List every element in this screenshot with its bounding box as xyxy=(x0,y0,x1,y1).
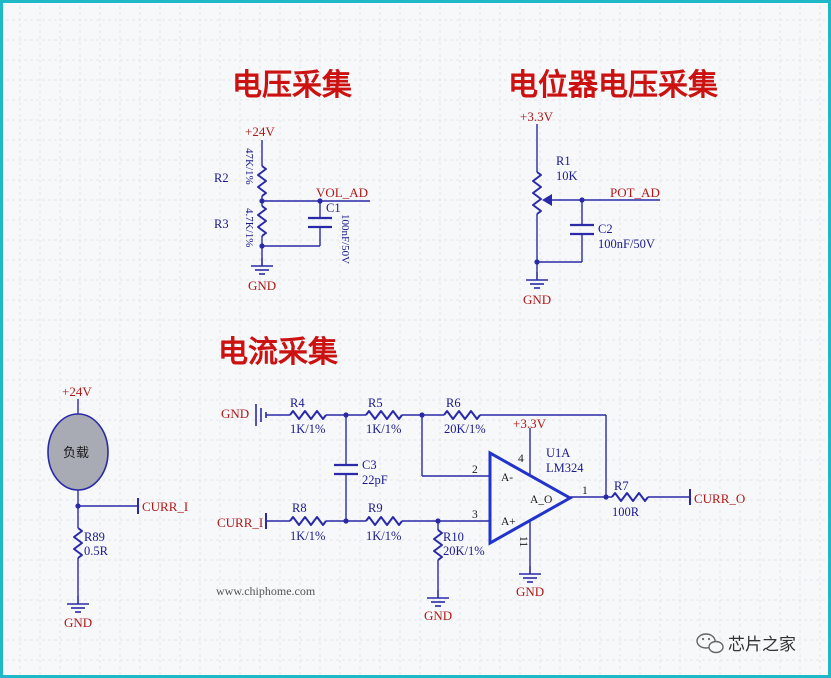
ref-r1: R1 xyxy=(556,154,571,168)
pin-11: 11 xyxy=(517,536,529,547)
pin-2: 2 xyxy=(472,464,478,476)
ref-r5: R5 xyxy=(368,396,383,410)
ref-r89: R89 xyxy=(84,530,105,544)
title-voltage-acquisition: 电压采集 xyxy=(232,68,353,103)
potentiometer-section: +3.3V GND POT_AD R1 10K C2 100nF/50V xyxy=(520,109,660,307)
value-r10: 20K/1% xyxy=(443,544,485,558)
value-r3: 4.7K/1% xyxy=(243,208,255,247)
value-r9: 1K/1% xyxy=(366,529,401,543)
value-r89: 0.5R xyxy=(84,544,109,558)
ref-r8: R8 xyxy=(292,501,307,515)
title-current-acquisition: 电流采集 xyxy=(218,335,339,370)
ref-c1: C1 xyxy=(326,201,341,215)
brand-mark: 芯片之家 xyxy=(696,633,796,655)
brand-name: 芯片之家 xyxy=(728,635,796,655)
resistor-r10 xyxy=(433,529,443,561)
value-r8: 1K/1% xyxy=(290,529,325,543)
net-label-33v-top: +3.3V xyxy=(520,109,554,124)
ref-r9: R9 xyxy=(368,501,383,515)
net-label-vol-ad: VOL_AD xyxy=(316,185,368,200)
value-c2: 100nF/50V xyxy=(598,237,655,251)
net-label-gnd-input: GND xyxy=(221,406,249,421)
net-label-curr-o: CURR_O xyxy=(694,491,745,506)
ref-c3: C3 xyxy=(362,458,377,472)
net-label-24v-top: +24V xyxy=(245,124,275,139)
opamp-u1a xyxy=(488,450,574,546)
pin-4: 4 xyxy=(518,453,524,465)
potentiometer-r1 xyxy=(532,171,542,215)
resistor-r7 xyxy=(611,492,649,502)
value-r2: 47K/1% xyxy=(243,148,255,185)
value-c1: 100nF/50V xyxy=(339,214,351,264)
net-label-gnd-2: GND xyxy=(523,292,551,307)
ref-c2: C2 xyxy=(598,222,613,236)
net-label-gnd-4: GND xyxy=(424,608,452,623)
resistor-r89 xyxy=(73,527,83,559)
opamp-in-minus-label: A- xyxy=(501,472,513,484)
title-pot-voltage-acquisition: 电位器电压采集 xyxy=(508,68,719,103)
value-u1a: LM324 xyxy=(546,461,584,475)
wechat-icon xyxy=(696,633,724,654)
load-label: 负载 xyxy=(63,446,89,461)
resistor-r5 xyxy=(365,410,403,420)
ref-r7: R7 xyxy=(614,479,629,493)
net-label-curr-i-input: CURR_I xyxy=(217,515,263,530)
opamp-out-label: A_O xyxy=(530,494,552,506)
value-r5: 1K/1% xyxy=(366,422,401,436)
ref-r3: R3 xyxy=(214,217,229,231)
voltage-divider-section: +24V GND VOL_AD R2 47K/1% R3 4.7K/1% C1 … xyxy=(214,124,370,293)
value-c3: 22pF xyxy=(362,473,388,487)
value-r7: 100R xyxy=(612,505,640,519)
net-label-gnd-3: GND xyxy=(64,615,92,630)
ref-r10: R10 xyxy=(443,530,464,544)
net-label-gnd-5: GND xyxy=(516,584,544,599)
pin-3: 3 xyxy=(472,509,478,521)
current-sense-section: +24V 负载 CURR_I GND R89 0.5R GND xyxy=(47,384,745,630)
net-label-33v-opamp: +3.3V xyxy=(513,416,547,431)
net-label-24v-load: +24V xyxy=(62,384,92,399)
resistor-r4 xyxy=(289,410,327,420)
net-label-gnd-1: GND xyxy=(248,278,276,293)
net-label-pot-ad: POT_AD xyxy=(610,185,660,200)
ref-r6: R6 xyxy=(446,396,461,410)
resistor-r6 xyxy=(443,410,481,420)
opamp-in-plus-label: A+ xyxy=(501,516,516,528)
watermark-url: www.chiphome.com xyxy=(216,584,316,598)
resistor-r3 xyxy=(257,205,267,237)
ref-r4: R4 xyxy=(290,396,305,410)
resistor-r9 xyxy=(365,516,403,526)
net-label-curr-i-right: CURR_I xyxy=(142,499,188,514)
value-r1: 10K xyxy=(556,169,578,183)
value-r6: 20K/1% xyxy=(444,422,486,436)
ref-r2: R2 xyxy=(214,171,229,185)
pin-1: 1 xyxy=(582,485,588,497)
resistor-r8 xyxy=(289,516,327,526)
potentiometer-wiper-arrow xyxy=(542,194,552,206)
value-r4: 1K/1% xyxy=(290,422,325,436)
ref-u1a: U1A xyxy=(546,446,570,460)
resistor-r2 xyxy=(257,165,267,197)
